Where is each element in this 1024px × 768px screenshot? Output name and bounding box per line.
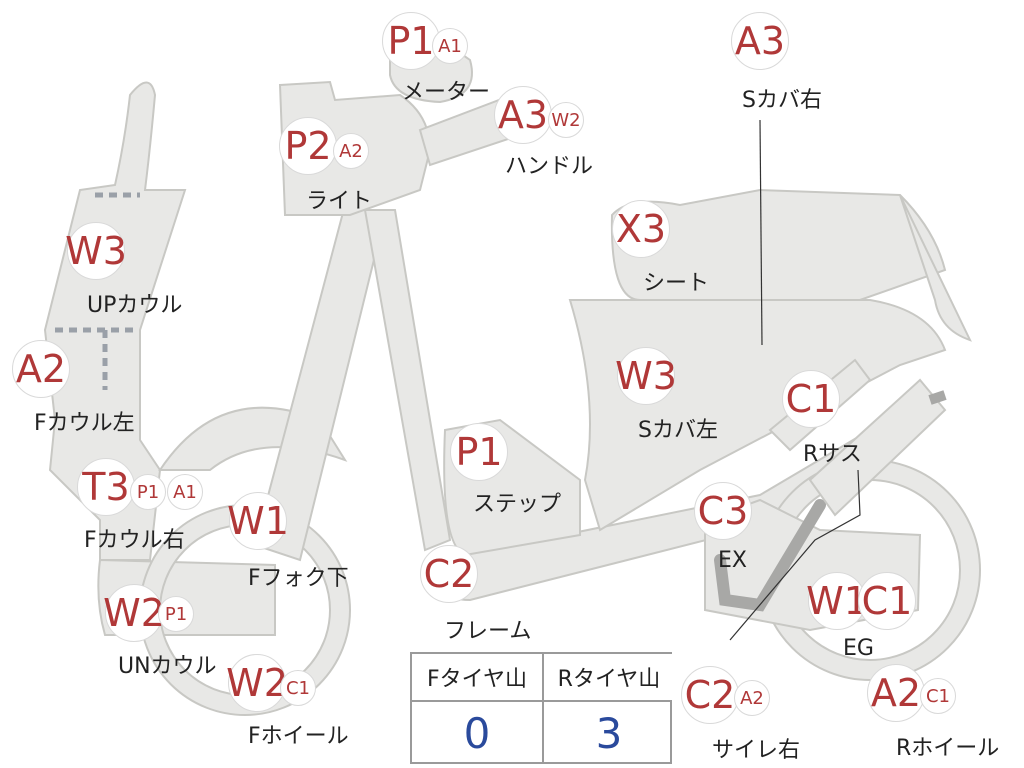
label-step: ステップ [473,492,562,517]
badge-muffler-right-C2: C2 [681,666,739,724]
label-muffler-right: サイレ右 [712,738,801,763]
badge-eg-W1: W1 [806,572,868,630]
label-r-sus: Rサス [803,442,862,467]
label-handle: ハンドル [505,154,594,179]
label-scover-left: Sカバ左 [638,418,718,443]
label-eg: EG [843,636,874,661]
label-scover-right: Sカバ右 [742,88,822,113]
badge-handle-W2: W2 [548,102,584,138]
badge-muffler-right-A2: A2 [734,680,770,716]
badge-f-wheel-W2: W2 [226,654,288,712]
exhaust-shape [714,499,826,612]
header-front-tire: Fタイヤ山 [412,654,542,700]
badge-seat-X3: X3 [612,200,670,258]
badge-f-cowl-right-P1: P1 [130,474,166,510]
label-ex: EX [718,548,747,573]
badge-un-cowl-P1: P1 [158,596,194,632]
tire-tread-table: Fタイヤ山 Rタイヤ山 0 3 [410,652,674,764]
badge-meter-A1: A1 [432,28,468,64]
badge-light-A2: A2 [333,133,369,169]
label-frame: フレーム [444,619,532,644]
muffler-shape [808,378,947,517]
label-f-cowl-left: Fカウル左 [34,411,135,436]
badge-light-P2: P2 [279,117,337,175]
badge-scover-right-A3: A3 [731,12,789,70]
badge-un-cowl-W2: W2 [103,584,165,642]
badge-f-cowl-right-T3: T3 [77,458,135,516]
badge-step-P1: P1 [450,423,508,481]
badge-r-sus-C1: C1 [782,370,840,428]
label-f-cowl-right: Fカウル右 [84,528,185,553]
front-cowl-shape [43,81,187,561]
label-up-cowl: UPカウル [87,293,183,318]
badge-f-cowl-left-A2: A2 [12,340,70,398]
header-rear-tire: Rタイヤ山 [542,654,674,700]
label-light: ライト [306,189,373,214]
badge-meter-P1: P1 [382,12,440,70]
badge-handle-A3: A3 [494,86,552,144]
badge-scover-left-W3: W3 [615,347,677,405]
badge-ex-C3: C3 [694,482,752,540]
badge-f-wheel-C1: C1 [280,670,316,706]
label-seat: シート [643,271,710,296]
label-un-cowl: UNカウル [118,654,217,679]
badge-r-wheel-A2: A2 [867,664,925,722]
label-meter: メーター [402,80,491,105]
badge-r-wheel-C1: C1 [920,678,956,714]
label-f-wheel: Fホイール [248,724,349,749]
badge-f-fork-lower-W1: W1 [227,492,289,550]
value-rear-tire: 3 [542,702,674,764]
badge-frame-C2: C2 [420,545,478,603]
badge-f-cowl-right-A1: A1 [167,474,203,510]
value-front-tire: 0 [463,708,491,758]
badge-up-cowl-W3: W3 [65,222,127,280]
label-r-wheel: Rホイール [896,736,1000,761]
label-f-fork-lower: Fフォク下 [248,566,349,591]
badge-eg-C1: C1 [858,572,916,630]
